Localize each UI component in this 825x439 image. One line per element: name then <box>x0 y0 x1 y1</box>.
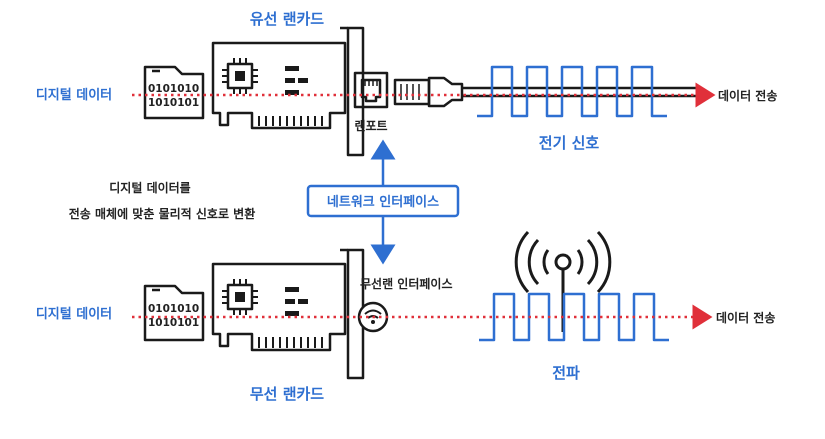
wired-binary-folder-icon: 0101010 1010101 <box>143 65 205 120</box>
wireless-lan-card <box>211 248 365 380</box>
description-line2: 전송 매체에 맞춘 물리적 신호로 변환 <box>69 206 256 221</box>
wired-binary-line1: 0101010 <box>148 83 199 95</box>
lan-port-icon <box>353 71 389 109</box>
wireless-binary-folder-icon: 0101010 1010101 <box>143 284 205 342</box>
electrical-signal-wave <box>477 65 667 118</box>
wired-card-title: 유선 랜카드 <box>250 10 324 28</box>
lan-port-label: 랜포트 <box>354 118 387 133</box>
wired-output-label: 데이터 전송 <box>718 88 777 103</box>
wireless-card-title: 무선 랜카드 <box>250 385 324 403</box>
wired-binary-line2: 1010101 <box>148 97 199 109</box>
wired-input-label: 디지털 데이터 <box>36 87 112 103</box>
description-line1: 디지털 데이터를 <box>109 180 190 195</box>
electrical-signal-label: 전기 신호 <box>539 134 600 152</box>
radio-signal-label: 전파 <box>552 364 580 382</box>
wireless-output-label: 데이터 전송 <box>716 310 775 325</box>
wireless-binary-line2: 1010101 <box>148 317 199 329</box>
antenna-icon <box>514 230 612 332</box>
network-interface-box <box>306 184 460 218</box>
wired-lan-card <box>211 26 365 157</box>
wireless-interface-label: 무선랜 인터페이스 <box>360 276 453 291</box>
network-interface-label: 네트워크 인터페이스 <box>327 194 439 210</box>
wireless-input-label: 디지털 데이터 <box>36 306 112 322</box>
wireless-binary-line1: 0101010 <box>148 303 199 315</box>
